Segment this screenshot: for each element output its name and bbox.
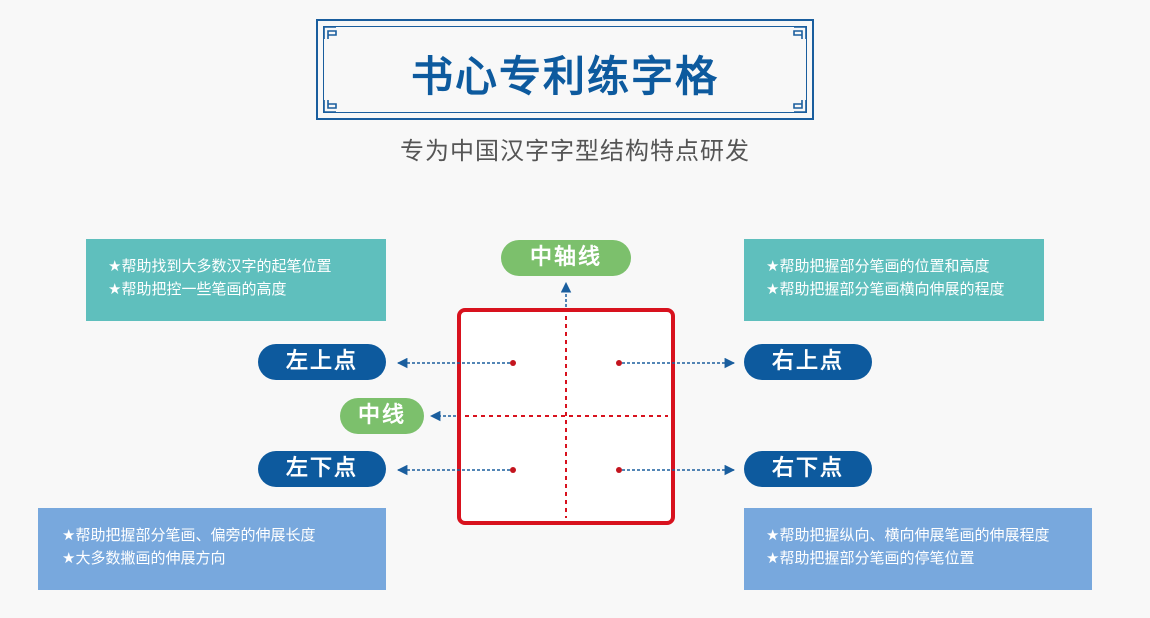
info-box-top-right: ★帮助把握部分笔画的位置和高度 ★帮助把握部分笔画横向伸展的程度: [744, 239, 1044, 321]
info-box-top-left: ★帮助找到大多数汉字的起笔位置 ★帮助把控一些笔画的高度: [86, 239, 386, 321]
info-line: ★帮助找到大多数汉字的起笔位置: [108, 257, 332, 275]
label-center-axis: 中轴线: [501, 240, 631, 276]
info-line: ★大多数撇画的伸展方向: [62, 549, 226, 567]
corner-ornament-icon: [323, 100, 337, 113]
corner-ornament-icon: [793, 26, 807, 39]
dot-upper-right: [616, 360, 622, 366]
label-lower-left: 左下点: [258, 451, 386, 487]
info-line: ★帮助把握纵向、横向伸展笔画的伸展程度: [766, 526, 1050, 544]
title-inner-border: [323, 26, 807, 113]
corner-ornament-icon: [323, 26, 337, 39]
info-line: ★帮助把控一些笔画的高度: [108, 280, 287, 298]
info-line: ★帮助把握部分笔画的位置和高度: [766, 257, 990, 275]
title-frame: 书心专利练字格: [316, 19, 814, 120]
dot-lower-left: [510, 467, 516, 473]
label-upper-right: 右上点: [744, 344, 872, 380]
page-title: 书心专利练字格: [410, 52, 719, 101]
info-line: ★帮助把握部分笔画横向伸展的程度: [766, 280, 1005, 298]
dot-lower-right: [616, 467, 622, 473]
info-line: ★帮助把握部分笔画的停笔位置: [766, 549, 975, 567]
dot-upper-left: [510, 360, 516, 366]
info-box-bottom-right: ★帮助把握纵向、横向伸展笔画的伸展程度 ★帮助把握部分笔画的停笔位置: [744, 508, 1092, 590]
label-lower-right: 右下点: [744, 451, 872, 487]
label-upper-left: 左上点: [258, 344, 386, 380]
info-box-bottom-left: ★帮助把握部分笔画、偏旁的伸展长度 ★大多数撇画的伸展方向: [38, 508, 386, 590]
info-line: ★帮助把握部分笔画、偏旁的伸展长度: [62, 526, 316, 544]
corner-ornament-icon: [793, 100, 807, 113]
label-center-line: 中线: [340, 398, 424, 434]
page-subtitle: 专为中国汉字字型结构特点研发: [400, 137, 750, 165]
